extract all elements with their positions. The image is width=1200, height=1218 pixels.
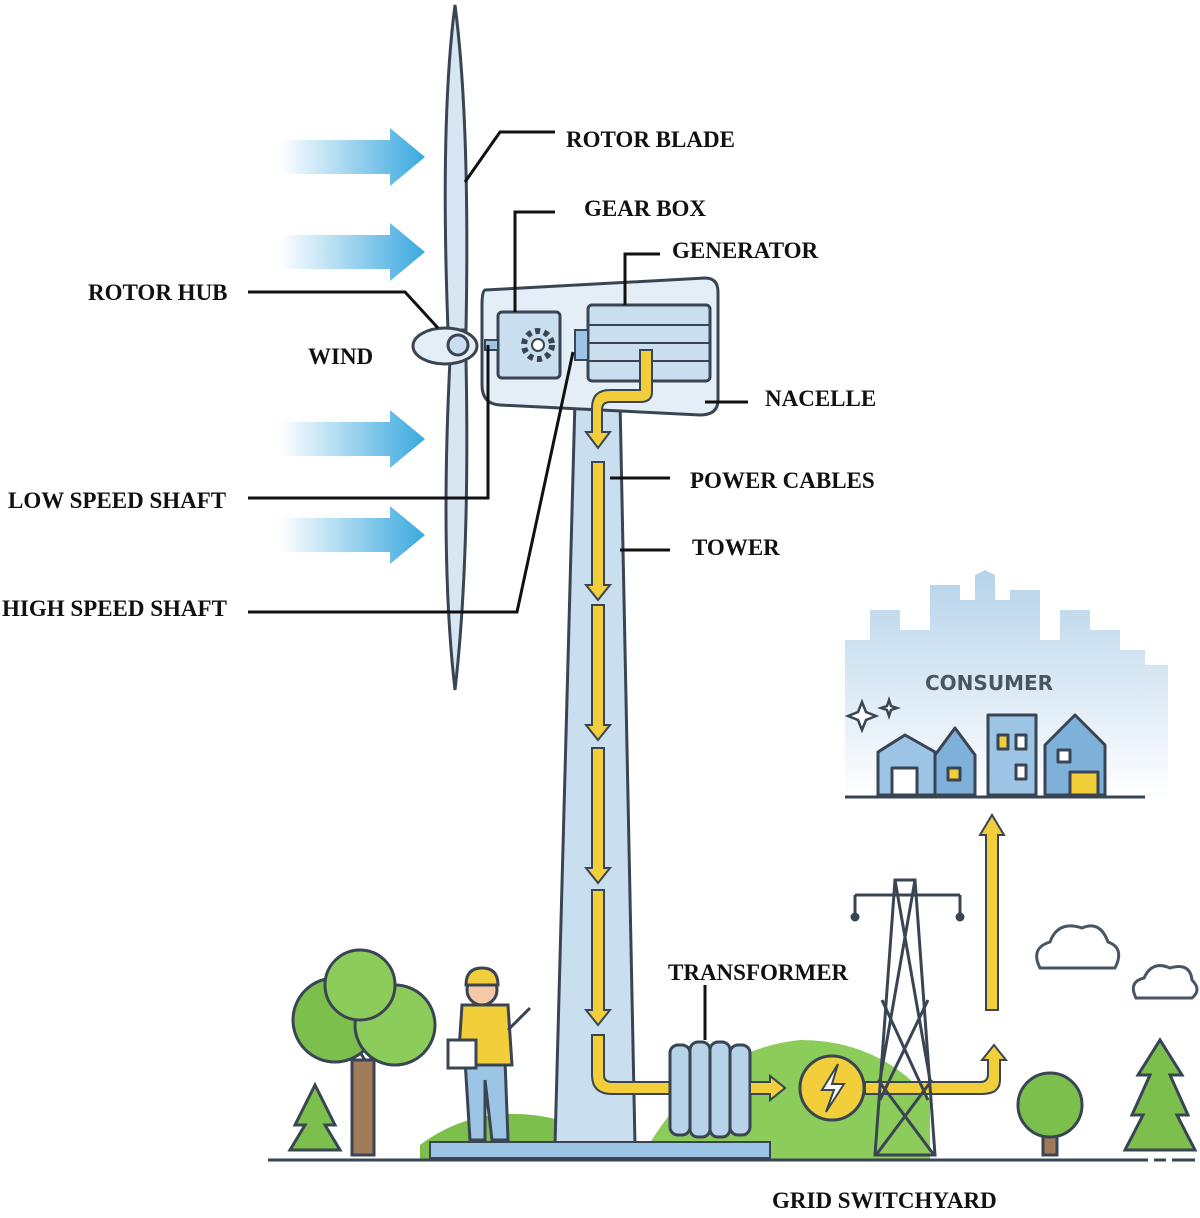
leader-lines — [248, 130, 748, 1040]
label-consumer: CONSUMER — [925, 671, 1053, 695]
label-transformer: TRANSFORMER — [668, 960, 849, 985]
label-rotor-hub: ROTOR HUB — [88, 280, 228, 305]
label-nacelle: NACELLE — [765, 386, 876, 411]
tree-icon — [287, 948, 1198, 1157]
cloud-icon — [1035, 924, 1199, 1000]
label-rotor-blade: ROTOR BLADE — [566, 127, 735, 152]
label-high-speed-shaft: HIGH SPEED SHAFT — [2, 596, 227, 621]
transformer-output-arrow — [749, 1073, 787, 1103]
lightning-icon — [798, 1054, 866, 1122]
label-gear-box: GEAR BOX — [584, 196, 706, 221]
sparkle-icon — [844, 696, 901, 734]
transmission-pylon — [850, 878, 965, 1157]
label-generator: GENERATOR — [672, 238, 819, 263]
rotor — [411, 4, 479, 691]
label-wind: WIND — [308, 344, 373, 369]
label-power-cables: POWER CABLES — [690, 468, 875, 493]
nacelle — [480, 276, 720, 417]
consumer-houses — [876, 713, 1107, 797]
generator-output-arrow — [584, 349, 653, 450]
label-grid-switchyard: GRID SWITCHYARD — [772, 1188, 997, 1213]
worker-figure — [446, 966, 532, 1142]
tower-power-arrows — [583, 461, 681, 1095]
gear-icon — [521, 328, 555, 362]
transformer — [668, 1040, 752, 1139]
label-tower: TOWER — [692, 535, 780, 560]
label-low-speed-shaft: LOW SPEED SHAFT — [8, 488, 226, 513]
wind-arrows — [280, 128, 425, 564]
